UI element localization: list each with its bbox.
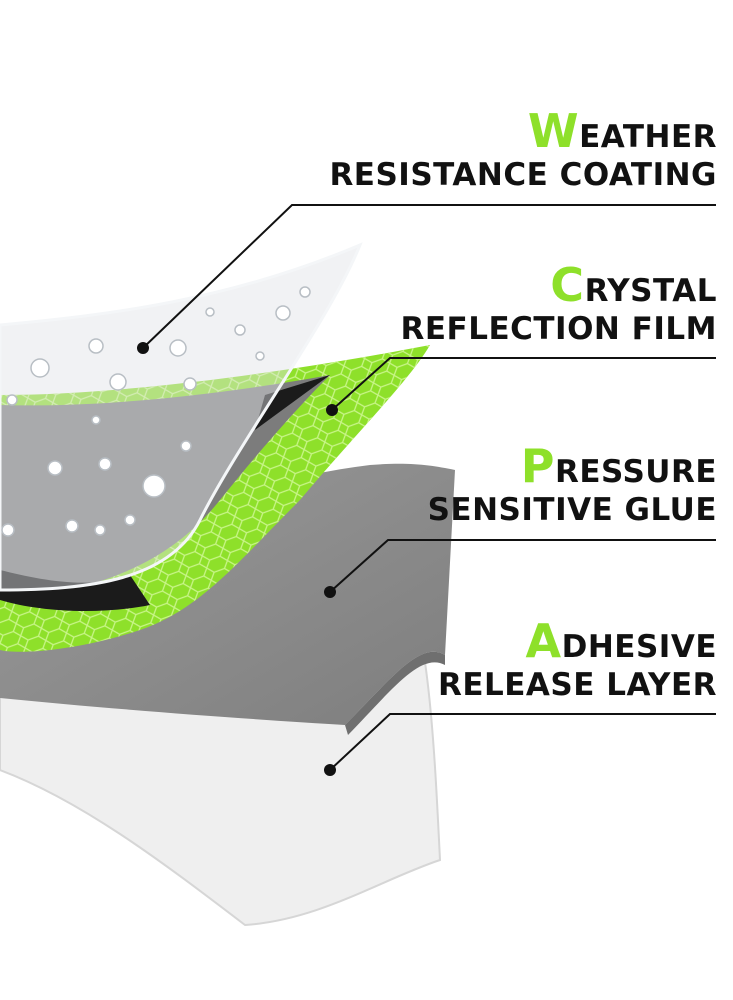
leader-dot-pressure [324,586,336,598]
leader-dot-adhesive [324,764,336,776]
label-pressure-initial: P [520,439,555,493]
label-adhesive-initial: A [525,614,562,668]
leader-line-weather [142,204,716,349]
label-adhesive-title: ADHESIVE [438,618,717,664]
leader-dots [137,342,338,776]
label-crystal-title: CRYSTAL [401,262,718,308]
label-adhesive-subtitle: RELEASE LAYER [437,667,717,703]
leader-line-crystal [331,357,716,411]
label-crystal-subtitle: REFLECTION FILM [400,311,717,347]
label-pressure: PRESSURE SENSITIVE GLUE [428,443,717,526]
label-crystal-initial: C [550,258,585,312]
leader-line-pressure [329,539,716,593]
label-adhesive-rest: DHESIVE [561,629,717,665]
label-pressure-rest: RESSURE [554,454,717,490]
label-crystal-rest: RYSTAL [584,273,717,309]
leader-dot-crystal [326,404,338,416]
label-weather-subtitle: RESISTANCE COATING [329,157,717,193]
label-weather-initial: W [527,104,580,158]
label-crystal: CRYSTAL REFLECTION FILM [401,262,718,345]
leader-dot-weather [137,342,149,354]
label-pressure-subtitle: SENSITIVE GLUE [427,492,717,528]
leader-lines [142,204,716,771]
label-pressure-title: PRESSURE [428,443,717,489]
label-weather: WEATHER RESISTANCE COATING [329,108,717,191]
weather-coating [0,242,363,592]
glue-layer-edge [345,651,445,735]
leader-line-adhesive [329,713,716,771]
label-weather-rest: EATHER [579,119,717,155]
label-weather-title: WEATHER [329,108,717,154]
water-droplets [1,286,311,537]
reflective-film-black-stripe [255,375,330,430]
label-adhesive: ADHESIVE RELEASE LAYER [438,618,717,701]
glue-layer [0,463,455,725]
